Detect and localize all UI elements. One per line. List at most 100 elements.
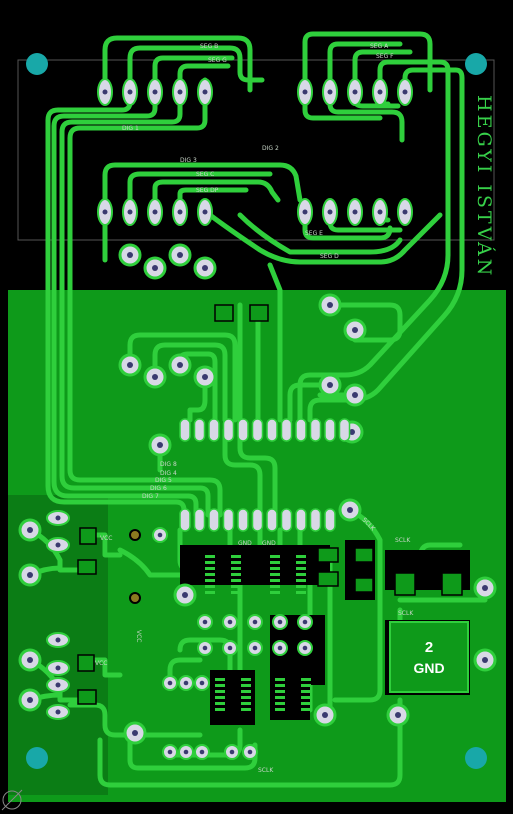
round-pad-19-hole bbox=[182, 592, 188, 598]
display-top-pin-6-hole bbox=[327, 89, 333, 95]
smd-part-7 bbox=[317, 571, 339, 587]
smd-ic-d-l5 bbox=[275, 708, 285, 711]
display-top-pin-7-hole bbox=[352, 89, 358, 95]
round-pad-2-hole bbox=[177, 252, 183, 258]
seg-label-6: SEG C bbox=[196, 171, 214, 178]
gnd-block-number: 2 bbox=[425, 639, 433, 656]
label-vcc-top: VCC bbox=[100, 535, 112, 542]
label-gnd-b: GND bbox=[262, 540, 276, 547]
smd-ic-a-r0 bbox=[231, 555, 241, 558]
smd-part-6 bbox=[317, 547, 339, 563]
smd-ic-c-l1 bbox=[215, 684, 225, 687]
smd-ic-c-l3 bbox=[215, 696, 225, 699]
label-vcc-mid: VCC bbox=[95, 660, 107, 667]
smd-ic-a-l0 bbox=[205, 555, 215, 558]
smd-ic-b-l2 bbox=[270, 567, 280, 570]
smd-ic-c-r1 bbox=[241, 684, 251, 687]
dig-label-6: DIG 7 bbox=[142, 493, 159, 500]
display-top-pin-4-hole bbox=[202, 89, 208, 95]
round-pad-20-hole bbox=[482, 585, 488, 591]
smd-ic-d-l3 bbox=[275, 696, 285, 699]
round-pad-22-hole bbox=[322, 712, 328, 718]
smd-ic-a-l1 bbox=[205, 561, 215, 564]
display-bottom-pin-3-hole bbox=[177, 209, 183, 215]
ic1-pin-3 bbox=[222, 418, 235, 442]
smd-ic-b-r3 bbox=[296, 573, 306, 576]
seg-label-5: SEG D bbox=[320, 253, 339, 260]
smd-ic-d-r4 bbox=[301, 702, 311, 705]
ic1-pin-0 bbox=[179, 418, 191, 442]
smd-part-1 bbox=[249, 304, 269, 322]
smd-ic-b-l5 bbox=[270, 585, 280, 588]
display-top-pin-2-hole bbox=[152, 89, 158, 95]
seg-label-4: SEG E bbox=[305, 230, 323, 237]
smd-ic-b-l6 bbox=[270, 591, 280, 594]
smd-ic-a-r5 bbox=[231, 585, 241, 588]
dig-label-7: DIG 8 bbox=[160, 461, 177, 468]
round-pad-9-hole bbox=[202, 374, 208, 380]
round-pad-15-hole bbox=[27, 527, 33, 533]
label-sclk-a: SCLK bbox=[258, 767, 274, 774]
label-gnd-a: GND bbox=[238, 540, 252, 547]
mount-hole-br bbox=[465, 747, 487, 769]
via-bottom bbox=[129, 592, 141, 604]
connector-pad-1-hole bbox=[55, 542, 61, 548]
ic2-pin-1 bbox=[193, 508, 206, 532]
smd-ic-d-r5 bbox=[301, 708, 311, 711]
smd-ic-b-l3 bbox=[270, 573, 280, 576]
smd-ic-b-r0 bbox=[296, 555, 306, 558]
smd-ic-a-r3 bbox=[231, 573, 241, 576]
seg-label-3: SEG G bbox=[208, 57, 227, 64]
smd-ic-d-r0 bbox=[301, 678, 311, 681]
seg-label-0: SEG B bbox=[200, 43, 218, 50]
round-pad-10-hole bbox=[327, 382, 333, 388]
mount-hole-bl bbox=[26, 747, 48, 769]
display-top-pin-8-hole bbox=[377, 89, 383, 95]
smd-ic-a-l2 bbox=[205, 567, 215, 570]
ic2-pin-5 bbox=[251, 508, 264, 532]
smd-ic-a-l3 bbox=[205, 573, 215, 576]
smd-ic-b-r5 bbox=[296, 585, 306, 588]
dig-label-5: DIG 6 bbox=[150, 485, 167, 492]
ic1-pin-5 bbox=[251, 418, 264, 442]
smd-ic-a-r1 bbox=[231, 561, 241, 564]
ic1-pin-9 bbox=[309, 418, 322, 442]
smd-ic-b-r4 bbox=[296, 579, 306, 582]
display-top-pin-5-hole bbox=[302, 89, 308, 95]
ic1-pin-10 bbox=[324, 418, 336, 442]
smd-part-11 bbox=[441, 572, 463, 596]
display-bottom-pin-6-hole bbox=[327, 209, 333, 215]
smd-ic-c-r4 bbox=[241, 702, 251, 705]
round-pad-12-hole bbox=[349, 429, 355, 435]
round-pad-16-hole bbox=[27, 572, 33, 578]
smd-part-4 bbox=[77, 654, 95, 672]
small-pad-8-hole bbox=[277, 645, 283, 651]
silkscreen-labels: VCC VCC VCC GND GND SCLK SCLK SCLK SCLK … bbox=[95, 43, 414, 774]
dig-label-3: DIG 4 bbox=[160, 470, 177, 477]
smd-ic-c-r3 bbox=[241, 696, 251, 699]
smd-ic-b-l0 bbox=[270, 555, 280, 558]
ic2-pin-9 bbox=[309, 508, 322, 532]
display-bottom-pin-8-hole bbox=[377, 209, 383, 215]
small-pad-10-hole bbox=[167, 680, 173, 686]
smd-ic-d-l1 bbox=[275, 684, 285, 687]
connector-pad-3-hole bbox=[55, 665, 61, 671]
smd-ic-b-r6 bbox=[296, 591, 306, 594]
connector-pad-0-hole bbox=[55, 515, 61, 521]
smd-ic-c-l2 bbox=[215, 690, 225, 693]
smd-part-2 bbox=[79, 527, 97, 545]
small-pad-16-hole bbox=[229, 749, 235, 755]
small-pad-4-hole bbox=[302, 619, 308, 625]
round-pad-4-hole bbox=[327, 302, 333, 308]
smd-ic-c-l0 bbox=[215, 678, 225, 681]
smd-ic-a-r6 bbox=[231, 591, 241, 594]
small-pad-9-hole bbox=[302, 645, 308, 651]
smd-ic-b-r1 bbox=[296, 561, 306, 564]
display-bottom-pin-2-hole bbox=[152, 209, 158, 215]
ic2-pin-7 bbox=[280, 508, 293, 532]
small-pad-13-hole bbox=[167, 749, 173, 755]
seg-label-7: SEG DP bbox=[196, 187, 219, 194]
ic1-pin-1 bbox=[193, 418, 206, 442]
small-pad-11-hole bbox=[183, 680, 189, 686]
